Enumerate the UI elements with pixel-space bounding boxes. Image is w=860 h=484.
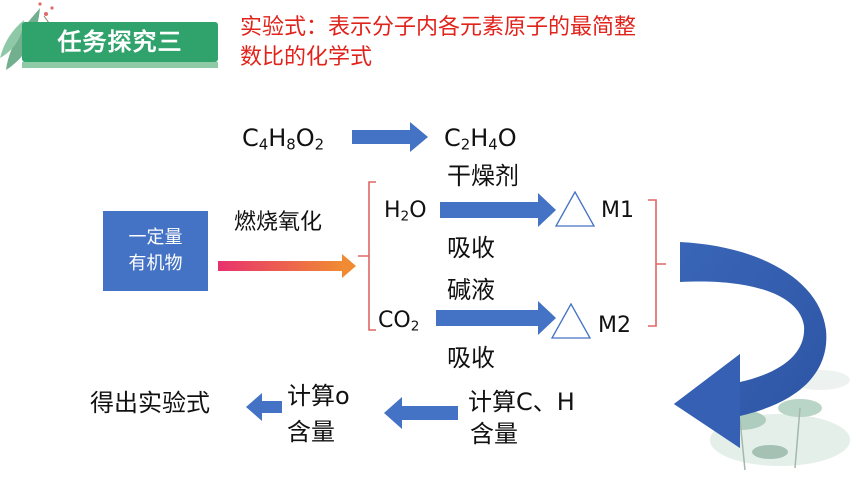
weighing-triangle-icon xyxy=(550,302,592,339)
curved-return-arrow xyxy=(674,242,827,448)
calc-ch-line-2: 含量 xyxy=(470,420,518,448)
sample-box-line-1: 一定量 xyxy=(128,227,183,248)
section-badge: 任务探究三 xyxy=(22,22,218,62)
mass-m2: M2 xyxy=(598,313,631,338)
top-conversion-arrow xyxy=(352,122,428,152)
formula-c2h4o: C2H4O xyxy=(444,124,517,154)
result-arrow xyxy=(246,393,282,421)
lotus-decoration-icon xyxy=(710,370,850,471)
desiccant-label: 干燥剂 xyxy=(447,162,519,190)
formula-h2o: H2O xyxy=(384,198,427,225)
co2-absorption-arrow xyxy=(436,301,556,335)
definition-line-2: 数比的化学式 xyxy=(240,45,373,70)
result-label: 得出实验式 xyxy=(90,389,210,417)
formula-c4h8o2: C4H8O2 xyxy=(242,124,325,154)
sample-box-line-2: 有机物 xyxy=(128,253,183,274)
sample-box: 一定量 有机物 xyxy=(103,211,208,291)
formula-co2: CO2 xyxy=(378,308,420,335)
water-absorption-arrow xyxy=(440,193,556,227)
alkali-label: 碱液 xyxy=(447,276,495,304)
weighing-triangle-icon xyxy=(554,190,596,227)
definition-line-1: 实验式：表示分子内各元素原子的最简整 xyxy=(240,15,637,40)
combustion-label: 燃烧氧化 xyxy=(234,210,323,235)
calc-o-line-1: 计算o xyxy=(287,382,350,410)
mass-m1: M1 xyxy=(601,198,634,223)
branch-bracket-right xyxy=(648,199,666,327)
water-absorb-label: 吸收 xyxy=(447,234,495,262)
co2-absorb-label: 吸收 xyxy=(447,344,495,372)
combustion-arrow xyxy=(218,254,356,278)
calc-ch-line-1: 计算C、H xyxy=(468,388,575,416)
branch-bracket-left xyxy=(358,181,376,331)
calc-arrow xyxy=(384,397,458,429)
calc-o-line-2: 含量 xyxy=(287,418,335,446)
badge-underline xyxy=(22,62,218,68)
